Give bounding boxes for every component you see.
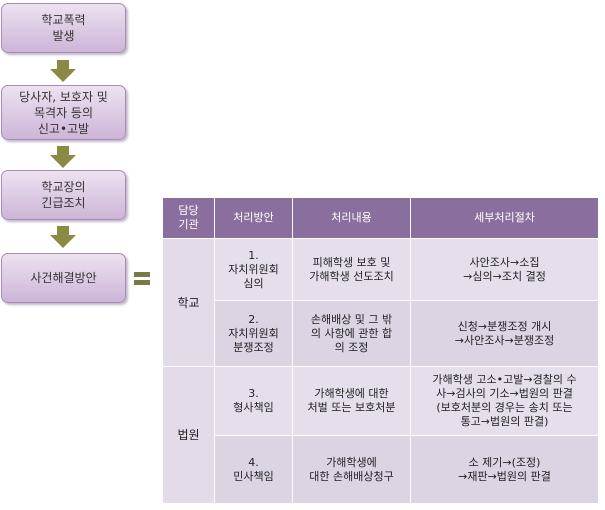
content-cell: 손해배상 및 그 밖 의 사항에 관한 합 의 조정 bbox=[292, 300, 411, 367]
method-cell: 3. 형사책임 bbox=[214, 366, 293, 436]
method-cell: 4. 민사책임 bbox=[214, 435, 293, 504]
down-arrow-icon bbox=[50, 146, 76, 168]
flow-step-report: 당사자, 보호자 및 목격자 등의 신고•고발 bbox=[1, 85, 126, 140]
header-method: 처리방안 bbox=[214, 197, 293, 239]
flow-step-resolution: 사건해결방안 bbox=[1, 253, 126, 303]
content-cell: 피해학생 보호 및 가해학생 선도조치 bbox=[292, 238, 411, 301]
procedure-table: 담당 기관 처리방안 처리내용 세부처리절차 학교 1. 자치위원회 심의 피해… bbox=[162, 197, 599, 504]
table-row: 2. 자치위원회 분쟁조정 손해배상 및 그 밖 의 사항에 관한 합 의 조정… bbox=[163, 300, 599, 367]
detail-cell: 소 제기→(조정) →재판→법원의 판결 bbox=[410, 435, 599, 504]
org-school: 학교 bbox=[162, 238, 215, 367]
down-arrow-icon bbox=[50, 60, 76, 82]
detail-cell: 가해학생 고소•고발→경찰의 수 사→검사의 기소→법원의 판결 (보호처분의 … bbox=[410, 366, 599, 436]
down-arrow-icon bbox=[50, 226, 76, 248]
detail-cell: 사안조사→소집 →심의→조치 결정 bbox=[410, 238, 599, 301]
flow-step-emergency: 학교장의 긴급조치 bbox=[1, 170, 126, 220]
content-cell: 가해학생에 대한 손해배상청구 bbox=[292, 435, 411, 504]
detail-cell: 신청→분쟁조정 개시 →사안조사→분쟁조정 bbox=[410, 300, 599, 367]
table-header-row: 담당 기관 처리방안 처리내용 세부처리절차 bbox=[162, 197, 599, 239]
table-row: 법원 3. 형사책임 가해학생에 대한 처벌 또는 보호처분 가해학생 고소•고… bbox=[162, 366, 599, 504]
org-court: 법원 bbox=[162, 366, 215, 504]
method-cell: 1. 자치위원회 심의 bbox=[214, 238, 293, 301]
flow-step-incident: 학교폭력 발생 bbox=[1, 3, 126, 53]
header-org: 담당 기관 bbox=[162, 197, 215, 239]
content-cell: 가해학생에 대한 처벌 또는 보호처분 bbox=[292, 366, 411, 436]
method-cell: 2. 자치위원회 분쟁조정 bbox=[214, 300, 293, 367]
equals-icon bbox=[134, 272, 150, 286]
table-row: 학교 1. 자치위원회 심의 피해학생 보호 및 가해학생 선도조치 사안조사→… bbox=[162, 238, 599, 367]
header-detail: 세부처리절차 bbox=[410, 197, 599, 239]
header-content: 처리내용 bbox=[292, 197, 411, 239]
table-row: 4. 민사책임 가해학생에 대한 손해배상청구 소 제기→(조정) →재판→법원… bbox=[163, 435, 599, 504]
